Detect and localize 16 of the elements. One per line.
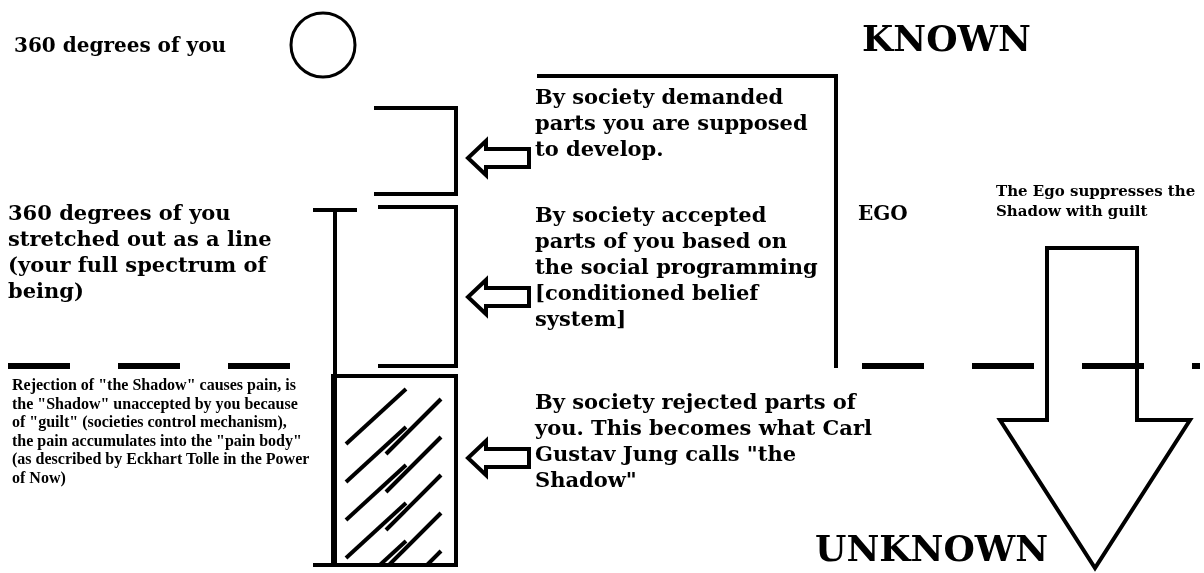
arrow [465,436,531,480]
description-text: By society accepted parts of you based on the social programming [conditioned belief system] [535,202,820,332]
description-text: By society demanded parts you are supposed to develop. [535,84,810,162]
arrow [465,275,531,319]
description-text: By society rejected parts of you. This becomes what Carl Gustav Jung calls "the Shadow" [535,389,905,493]
hatched-segment [331,374,458,567]
arrow [465,136,531,180]
annotation-text: The Ego suppresses the Shadow with guilt [996,181,1197,221]
annotation-text: 360 degrees of you [14,33,228,58]
heading: UNKNOWN [815,526,1050,571]
annotation-text: 360 degrees of you stretched out as a line (your full spectrum of being) [8,200,273,304]
heading: KNOWN [862,16,1032,61]
annotation-text: EGO [858,201,909,226]
bracket-segment [374,106,458,196]
annotation-text: Rejection of "the Shadow" causes pain, is the "Shadow" unaccepted by you because of "guilt" (societies control mechanism), the pain accumulates into the "pain body" (as described by Eckhart Tolle in the Power of Now) [12,376,311,488]
bracket-segment [378,205,458,368]
